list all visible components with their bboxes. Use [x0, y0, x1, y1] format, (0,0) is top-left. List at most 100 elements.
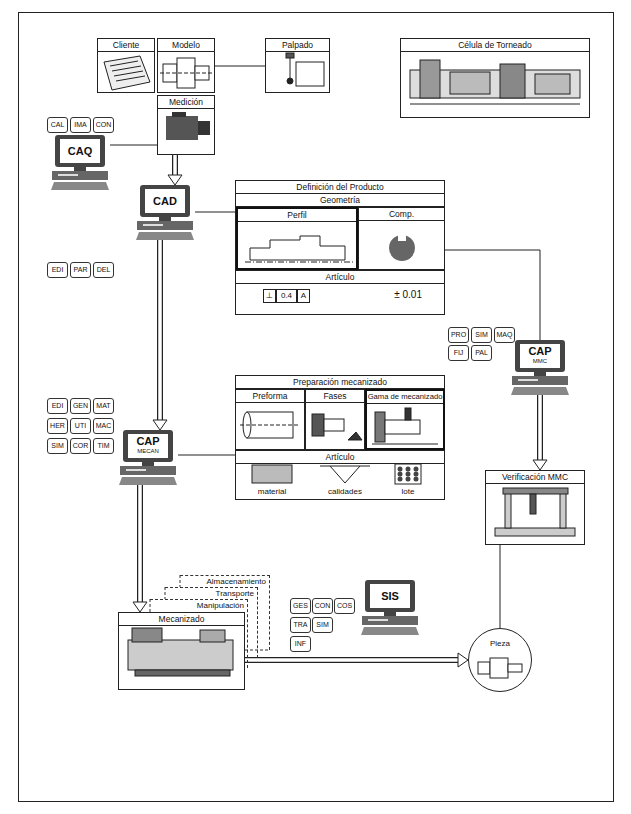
node-text: IMA	[71, 118, 90, 132]
hollow-arrow-outline	[137, 485, 143, 603]
function-tag: GEN	[70, 398, 91, 414]
node-text: TIM	[94, 439, 113, 453]
function-tag: IMA	[70, 117, 91, 133]
node-text: Artículo	[236, 271, 444, 284]
part-figure	[478, 662, 490, 674]
function-tag: TIM	[93, 438, 114, 454]
node-text: COS	[335, 599, 354, 613]
article-icons	[406, 477, 411, 482]
node-text: SIM	[472, 328, 491, 342]
cmm-figure	[503, 488, 568, 494]
article-icons	[398, 467, 419, 482]
node-text: ± 0.01	[394, 289, 422, 301]
client-sheet	[110, 61, 138, 66]
component-figure	[398, 233, 406, 241]
node-text: COR	[71, 439, 90, 453]
machining-range-figure	[385, 420, 420, 434]
node-text: Medición	[158, 96, 214, 109]
probe-figure	[286, 53, 294, 58]
node-text: CON	[94, 118, 113, 132]
hollow-arrow-core	[538, 395, 542, 461]
function-tag: CON	[93, 117, 114, 133]
preform-box: Preforma	[235, 389, 305, 450]
computer-station: CAD	[135, 185, 195, 240]
icon-caption: lote	[390, 486, 426, 498]
arrow-head	[533, 460, 547, 470]
node-text: CAQ	[60, 145, 100, 158]
hollow-arrow-core	[173, 155, 177, 176]
profile-drawing	[250, 236, 345, 260]
computer-icon	[51, 135, 109, 190]
lathe-figure	[132, 628, 162, 642]
lathe-figure	[128, 628, 233, 676]
hollow-arrow-outline	[245, 657, 459, 663]
machining-range-figure	[372, 408, 438, 444]
stack-box: Manipulación	[150, 599, 248, 668]
cmm-figure	[505, 492, 511, 528]
node-text: CAP	[520, 345, 560, 358]
tolerance-frame: A	[297, 289, 310, 303]
node-text: GES	[291, 599, 310, 613]
flow-connector	[195, 212, 235, 213]
computer-icon	[119, 430, 177, 485]
turning-cell	[410, 60, 580, 104]
client-sheet	[104, 56, 150, 90]
function-tag: HER	[47, 418, 68, 434]
flow-connector	[245, 653, 468, 667]
article-icons	[414, 477, 419, 482]
flow-connector	[110, 145, 157, 146]
node-text: MAC	[94, 419, 113, 433]
turning-cell	[420, 60, 440, 98]
turning-cell	[535, 74, 570, 94]
article-icons	[414, 472, 419, 477]
flow-connector	[153, 240, 167, 430]
node-text: Artículo	[236, 451, 444, 464]
part-figure	[478, 658, 522, 678]
computer-icon	[511, 340, 569, 395]
node-text: GEN	[71, 399, 90, 413]
probe-figure	[286, 53, 324, 86]
flow-connector	[133, 485, 147, 612]
icon-caption: material	[248, 486, 296, 498]
computer-station: CAPMECAN	[118, 430, 178, 485]
node-text: MECAN	[128, 448, 168, 455]
node-text: Cliente	[98, 39, 154, 52]
node-text: Pieza	[469, 639, 531, 649]
part-circle: Pieza	[468, 628, 532, 692]
node-text: Comp.	[359, 208, 444, 221]
function-tag: MAQ	[494, 327, 515, 343]
flow-connector	[178, 455, 235, 456]
profile-drawing	[245, 262, 355, 263]
machining-prep-panel: Preparación mecanizadoPreformaFasesGama …	[235, 375, 445, 500]
profile-box: Perfil	[236, 207, 358, 270]
profile-drawing	[245, 236, 355, 262]
function-tag: PAR	[70, 262, 91, 278]
node-text: Manipulación	[150, 600, 247, 611]
part-figure	[508, 664, 522, 672]
hollow-arrow-core	[158, 240, 162, 421]
hollow-arrow-core	[245, 658, 459, 662]
node-text: PAL	[472, 346, 491, 360]
function-tag: GES	[290, 598, 311, 614]
node-text: EDI	[48, 399, 67, 413]
function-tag: EDI	[47, 262, 68, 278]
cmm-figure	[495, 528, 575, 536]
node-text: Geometría	[236, 194, 444, 207]
hollow-arrow-outline	[172, 155, 178, 176]
turning-cell	[410, 104, 580, 105]
model-box: Modelo	[157, 38, 215, 93]
node-text: UTI	[71, 419, 90, 433]
tolerance-frame: ⊥	[263, 289, 276, 303]
node-text: EDI	[48, 263, 67, 277]
lathe-figure	[135, 670, 230, 676]
function-tag: EDI	[47, 398, 68, 414]
probe-figure	[287, 78, 293, 84]
node-text: Preparación mecanizado	[236, 376, 444, 389]
phases-figure	[324, 419, 344, 431]
node-text: Definición del Producto	[236, 181, 444, 194]
icon-caption: calidades	[320, 486, 370, 498]
node-text: TRA	[291, 618, 310, 632]
function-tag: INF	[290, 636, 311, 652]
turning-cell	[450, 72, 490, 94]
function-tag: DEL	[93, 262, 114, 278]
